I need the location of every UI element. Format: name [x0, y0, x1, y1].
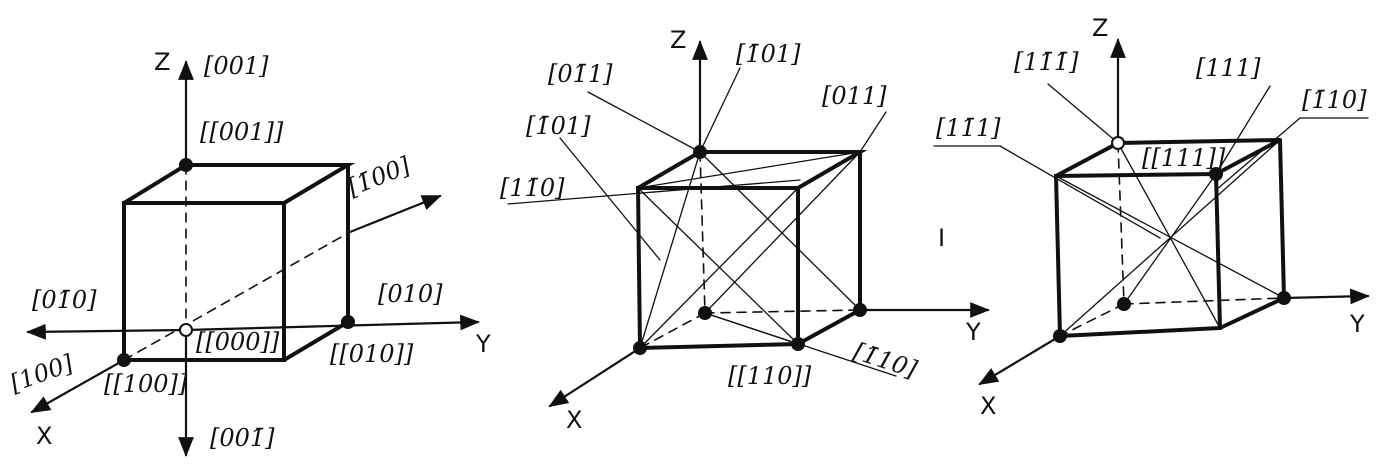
point-top	[693, 145, 707, 159]
point-100	[633, 341, 647, 355]
leader-line	[587, 91, 701, 153]
y-axis-label: Y	[965, 318, 981, 346]
z-axis-label: Z	[154, 48, 170, 76]
point-110	[791, 337, 805, 351]
cube-front-face	[1053, 171, 1223, 339]
point-010	[853, 303, 867, 317]
hidden-edge	[1123, 297, 1285, 305]
hidden-edge	[1117, 142, 1125, 305]
stray-mark: I	[938, 224, 945, 252]
face-diagonal	[699, 151, 861, 311]
leader-line	[559, 137, 661, 261]
label-pt-111: [[111]]	[1142, 144, 1226, 172]
hidden-edge	[639, 312, 706, 349]
point-111	[1209, 167, 1223, 181]
point-010	[341, 315, 355, 329]
x-axis-arrow	[30, 358, 126, 414]
figure-1-cube: Z Y X [001] [[001]] [1̄00] [01̄0] [010] …	[6, 48, 491, 457]
point-000	[179, 323, 193, 337]
point-001	[179, 158, 193, 172]
point-origin	[698, 306, 712, 320]
label-dir-0m11: [01̄1]	[548, 60, 613, 88]
label-dir-0m10: [01̄0]	[32, 286, 97, 314]
point-010	[1277, 291, 1291, 305]
face-diagonal	[704, 151, 861, 314]
label-dir-m101-top: [1̄01]	[736, 40, 801, 68]
label-dir-m110: [1̄10]	[850, 337, 921, 384]
x-axis-arrow	[978, 334, 1062, 386]
face-diagonal	[637, 151, 861, 189]
leader-line	[507, 179, 801, 205]
hidden-edge	[1059, 303, 1125, 337]
point-100	[1053, 329, 1067, 343]
face-diagonal	[639, 187, 799, 349]
z-axis-label: Z	[1092, 14, 1108, 42]
x-axis-label: X	[980, 392, 996, 420]
leader-line	[1215, 85, 1271, 175]
label-pt-001: [[001]]	[200, 118, 284, 146]
leader-line	[859, 111, 887, 153]
y-axis-label: Y	[1349, 310, 1365, 338]
leader-line	[1215, 117, 1301, 191]
cube-top-face	[122, 163, 356, 205]
y-axis-arrow	[184, 314, 480, 332]
label-pt-110: [[110]]	[728, 362, 812, 390]
face-diagonal	[637, 187, 799, 345]
neg-y-axis-arrow	[26, 323, 188, 340]
label-dir-010: [010]	[378, 280, 443, 308]
label-dir-m110: [1̄10]	[1302, 86, 1367, 114]
y-axis-label: Y	[475, 330, 491, 358]
leader-line	[999, 145, 1161, 239]
dashed-axis	[123, 231, 351, 361]
z-axis-label: Z	[670, 26, 686, 54]
m100-direction-arrow	[348, 194, 442, 234]
x-axis-label: X	[36, 422, 52, 450]
x-axis-arrow	[548, 346, 642, 408]
hidden-edge	[704, 309, 861, 314]
label-dir-00m1: [001̄]	[210, 424, 275, 452]
body-diagonal	[1123, 173, 1217, 305]
label-pt-000: [[000]]	[196, 328, 280, 356]
label-dir-1m10: [11̄0]	[500, 174, 565, 202]
figure-2-cube: Z Y X [01̄1] [1̄01] [011] [1̄01] [11̄0] …	[500, 26, 990, 434]
y-axis-arrow	[1282, 288, 1370, 305]
point-100	[117, 353, 131, 367]
label-dir-1m1m1: [11̄1̄]	[1014, 48, 1079, 76]
leader-line	[1047, 83, 1119, 144]
point-top	[1111, 136, 1125, 150]
label-dir-111: [111]	[1196, 54, 1261, 82]
leader-line	[699, 67, 741, 153]
cube-right-face	[282, 163, 350, 362]
label-dir-100: [100]	[6, 349, 77, 398]
face-diagonal	[639, 151, 701, 349]
cube-top-face	[636, 150, 868, 190]
point-origin	[1117, 297, 1131, 311]
hidden-edge	[699, 151, 706, 314]
label-dir-1m11: [11̄1]	[936, 114, 1001, 142]
x-axis-label: X	[566, 406, 582, 434]
body-diagonal	[1117, 142, 1221, 329]
label-dir-m101-left: [1̄01]	[526, 112, 591, 140]
label-dir-011: [011]	[822, 82, 887, 110]
cube-top-face	[1054, 138, 1281, 178]
label-dir-001: [001]	[204, 52, 269, 80]
label-pt-100: [[100]]	[104, 370, 188, 398]
label-pt-010: [[010]]	[330, 340, 414, 368]
figure-3-cube: Z Y X [11̄1̄] [111] [1̄10] [11̄1] [[111]…	[933, 14, 1370, 420]
label-dir-m100: [1̄00]	[344, 151, 415, 201]
